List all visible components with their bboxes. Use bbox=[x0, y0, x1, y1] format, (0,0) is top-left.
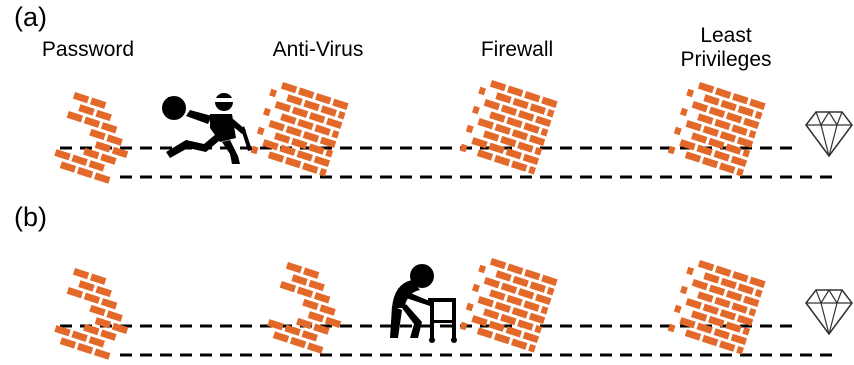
burglar-icon bbox=[162, 93, 252, 164]
diamond-icon bbox=[806, 290, 852, 334]
brick-wall-anti-virus bbox=[251, 79, 349, 176]
brick-wall-least-privileges bbox=[668, 257, 766, 354]
panel-a-diagram bbox=[51, 77, 852, 186]
brick-wall-least-privileges bbox=[668, 79, 766, 176]
diamond-icon bbox=[806, 112, 852, 156]
panel-b-diagram bbox=[51, 255, 852, 362]
brick-wall-firewall bbox=[460, 77, 558, 174]
brick-wall-password-broken bbox=[51, 92, 140, 187]
brick-wall-anti-virus-broken bbox=[264, 262, 353, 357]
elderly-walker-icon bbox=[390, 264, 457, 343]
brick-wall-password-broken bbox=[51, 268, 140, 363]
brick-wall-firewall bbox=[460, 255, 558, 352]
